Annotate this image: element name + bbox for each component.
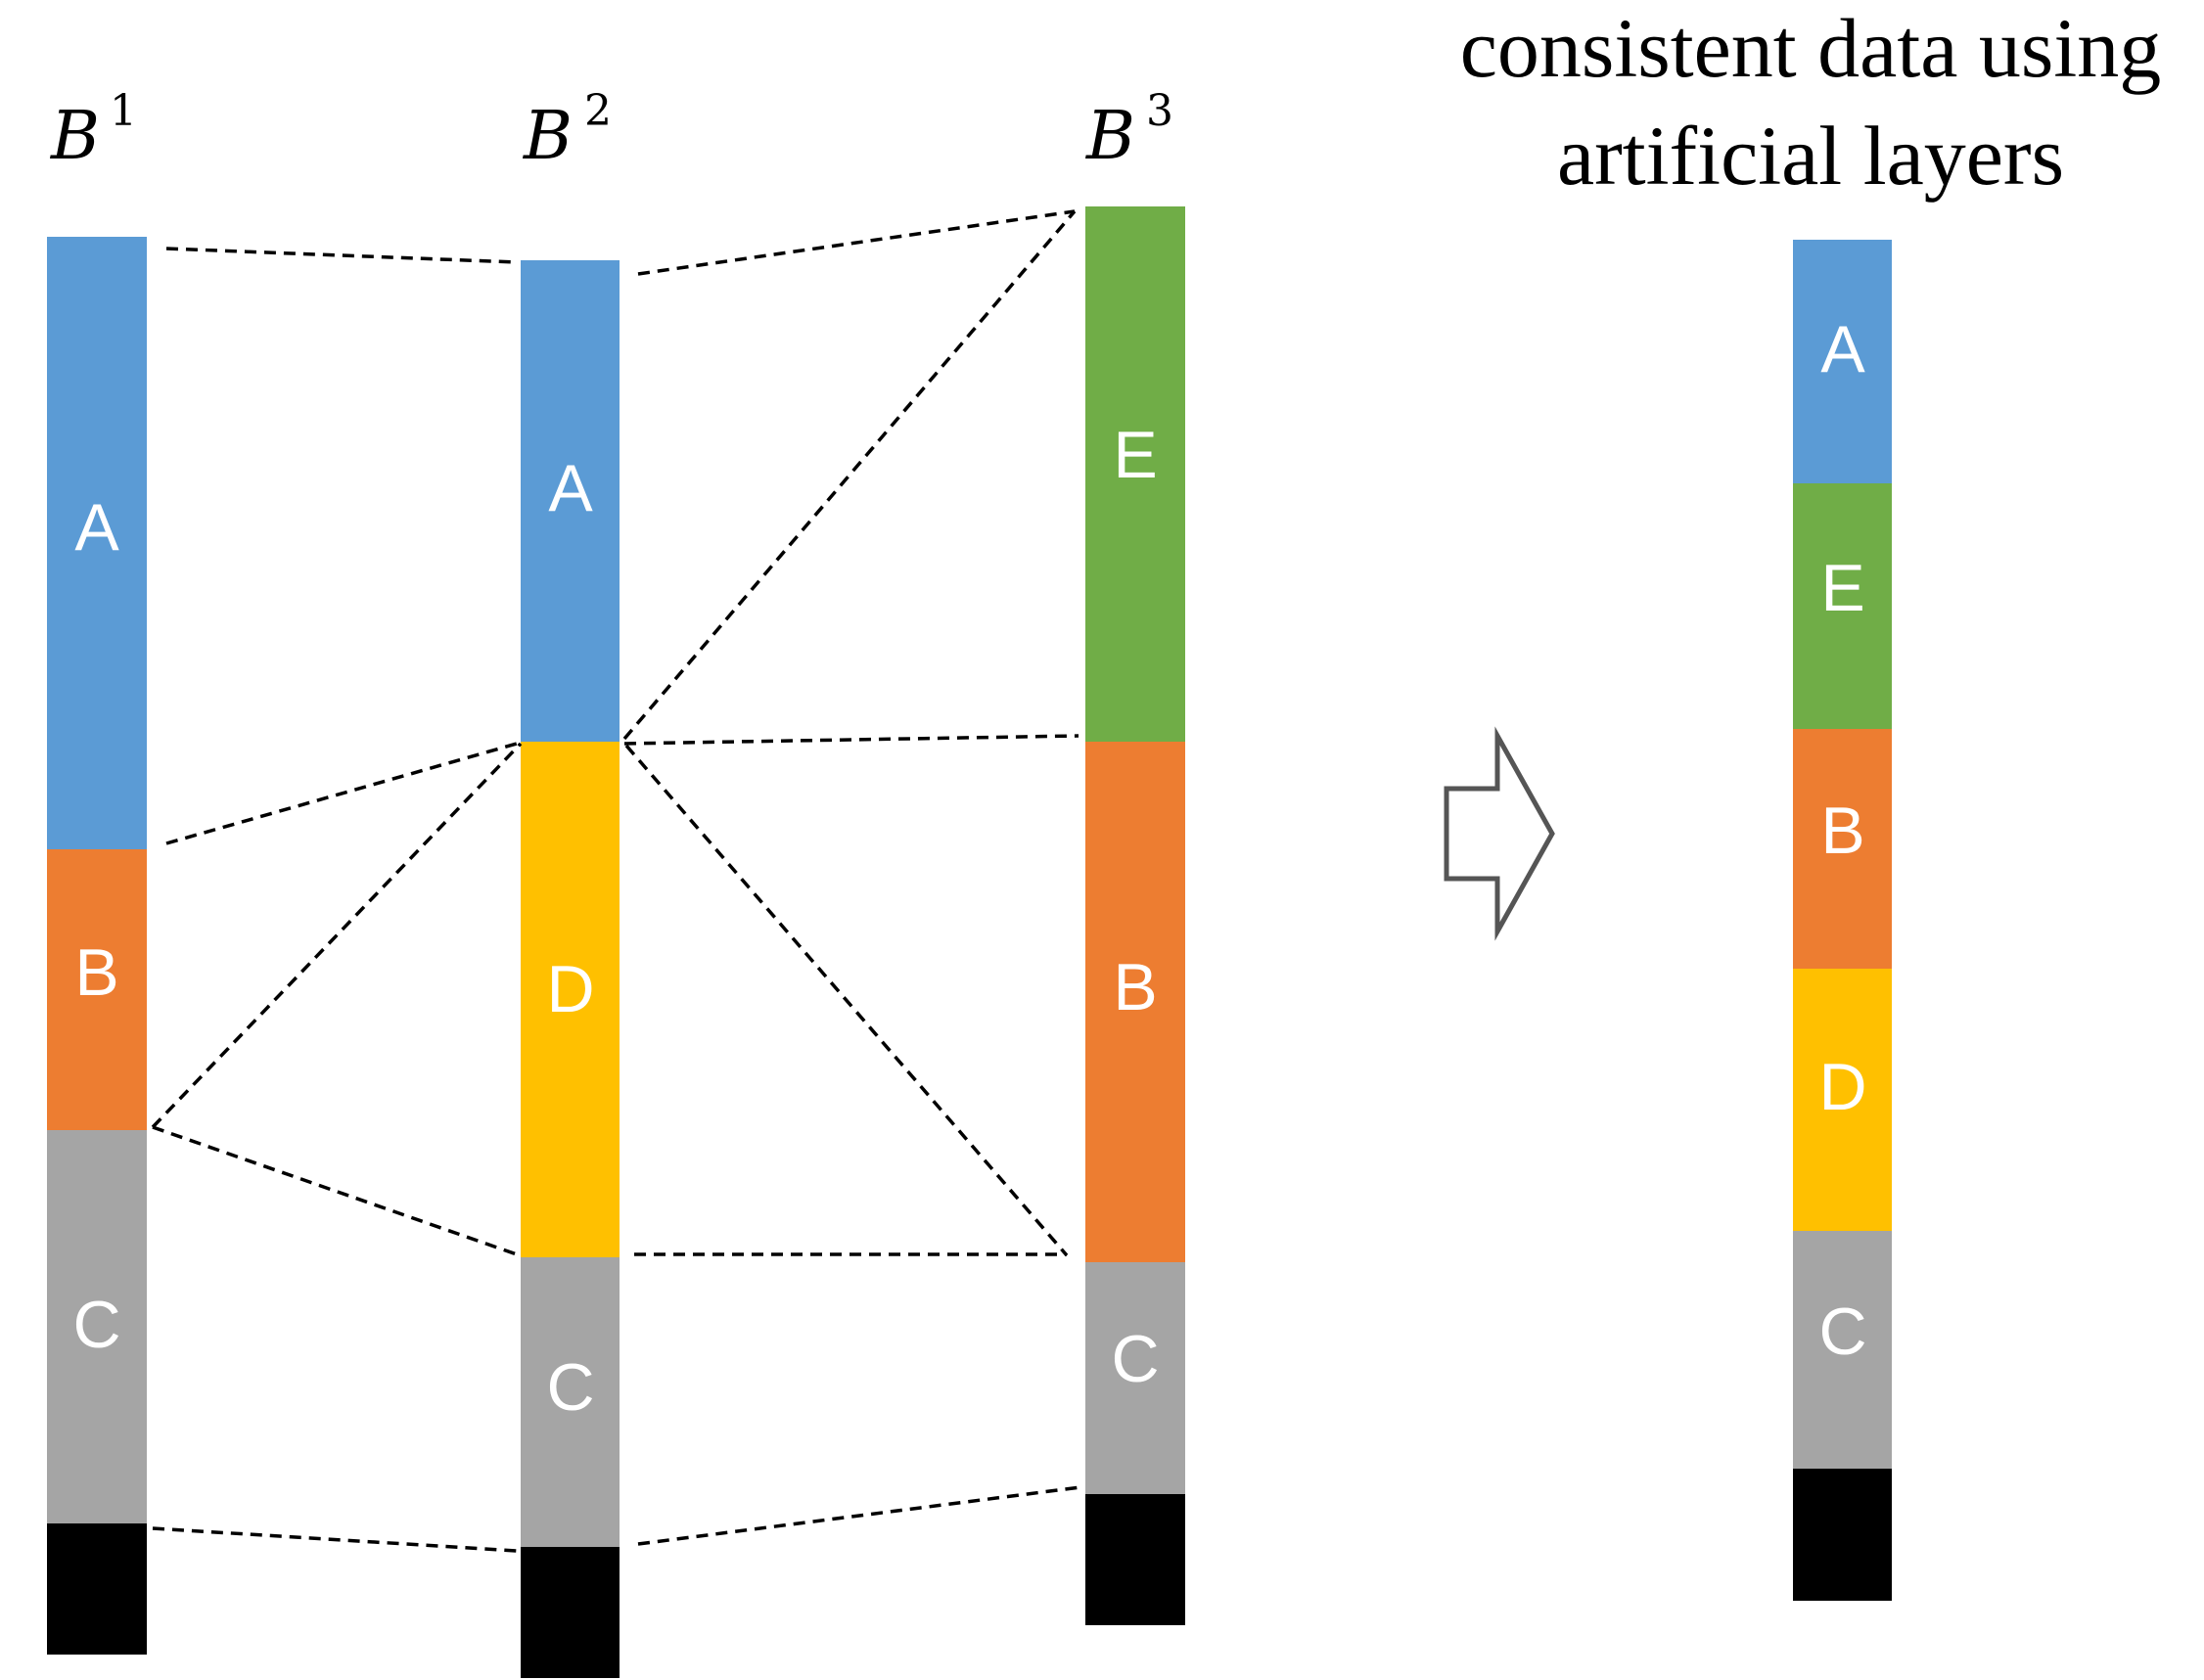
borehole-title-2: B 2 [522,86,612,175]
borehole-3-label-b: B [1113,950,1157,1024]
result-layer-base [1793,1469,1892,1601]
result-layer-b [1793,729,1892,969]
result-label-b: B [1820,794,1864,868]
correlation-line [165,742,518,845]
borehole-3-layer-e [1085,206,1185,742]
result-layer-c [1793,1231,1892,1469]
borehole-title-3: B 3 [1084,86,1173,175]
result-label-c: C [1818,1294,1866,1369]
borehole-2-label-c: C [546,1350,594,1425]
borehole-title-1: B 1 [49,86,137,175]
correlation-line [623,734,1079,746]
borehole-1: A B C [47,237,147,1655]
borehole-2-layer-base [521,1547,620,1678]
borehole-3: E B C [1085,206,1185,1625]
result-layer-e [1793,483,1892,729]
correlation-line [151,742,523,1129]
borehole-1-layer-base [47,1523,147,1655]
result-layer-d [1793,969,1892,1231]
result-label-a: A [1820,312,1865,386]
correlation-line [622,209,1077,741]
result-layer-a [1793,240,1892,483]
borehole-title-1-name: B [49,98,100,175]
borehole-3-layer-b [1085,742,1185,1262]
borehole-3-layer-base [1085,1494,1185,1625]
correlation-line [152,1125,518,1256]
result-column: A E B D C [1793,240,1892,1601]
borehole-title-3-name: B [1084,98,1135,175]
borehole-title-2-name: B [522,98,573,175]
borehole-1-layer-b [47,849,147,1130]
borehole-1-label-a: A [74,490,119,565]
borehole-title-2-sup: 2 [584,86,612,136]
correlation-line [152,1526,518,1553]
correlation-line [165,247,518,264]
correlation-line [624,744,1069,1257]
result-caption-line-1: consistent data using [1460,1,2162,95]
result-label-e: E [1820,551,1864,625]
borehole-3-label-e: E [1113,418,1157,492]
borehole-2-layer-d [521,742,620,1257]
right-arrow-icon [1444,726,1555,941]
borehole-1-layer-c [47,1130,147,1523]
correlation-lines-b2-b3 [622,209,1081,1546]
borehole-2: A D C [521,260,620,1678]
borehole-3-label-c: C [1111,1322,1159,1396]
borehole-1-label-b: B [74,935,118,1010]
correlation-line [637,209,1076,276]
borehole-title-1-sup: 1 [110,86,137,136]
correlation-lines-b1-b2 [151,247,523,1553]
borehole-3-layer-c [1085,1262,1185,1494]
borehole-2-label-a: A [548,451,593,525]
correlation-line [637,1485,1081,1546]
borehole-title-3-sup: 3 [1146,86,1173,136]
borehole-1-label-c: C [72,1288,120,1362]
borehole-2-layer-c [521,1257,620,1547]
borehole-2-layer-a [521,260,620,742]
result-caption-line-2: artificial layers [1557,109,2064,203]
borehole-1-layer-a [47,237,147,849]
borehole-2-label-d: D [546,952,594,1026]
result-label-d: D [1818,1050,1866,1124]
